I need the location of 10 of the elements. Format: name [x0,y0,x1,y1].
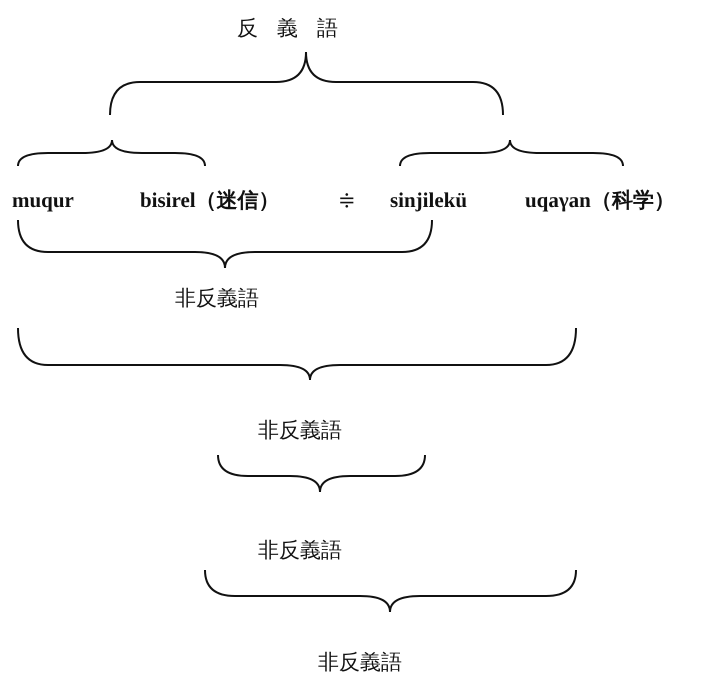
word-text: uqaγan（科学） [525,190,675,211]
category-text: 非反義語 [318,652,402,673]
symbol-text: ≑ [338,190,356,211]
category-text: 非反義語 [258,540,342,561]
word-text: bisirel（迷信） [140,190,280,211]
category-text: 非反義語 [175,288,259,309]
heading-text: 反義語 [237,18,357,39]
word-text: sinjilekü [390,190,468,211]
category-text: 非反義語 [258,420,342,441]
word-text: muqur [12,190,74,211]
